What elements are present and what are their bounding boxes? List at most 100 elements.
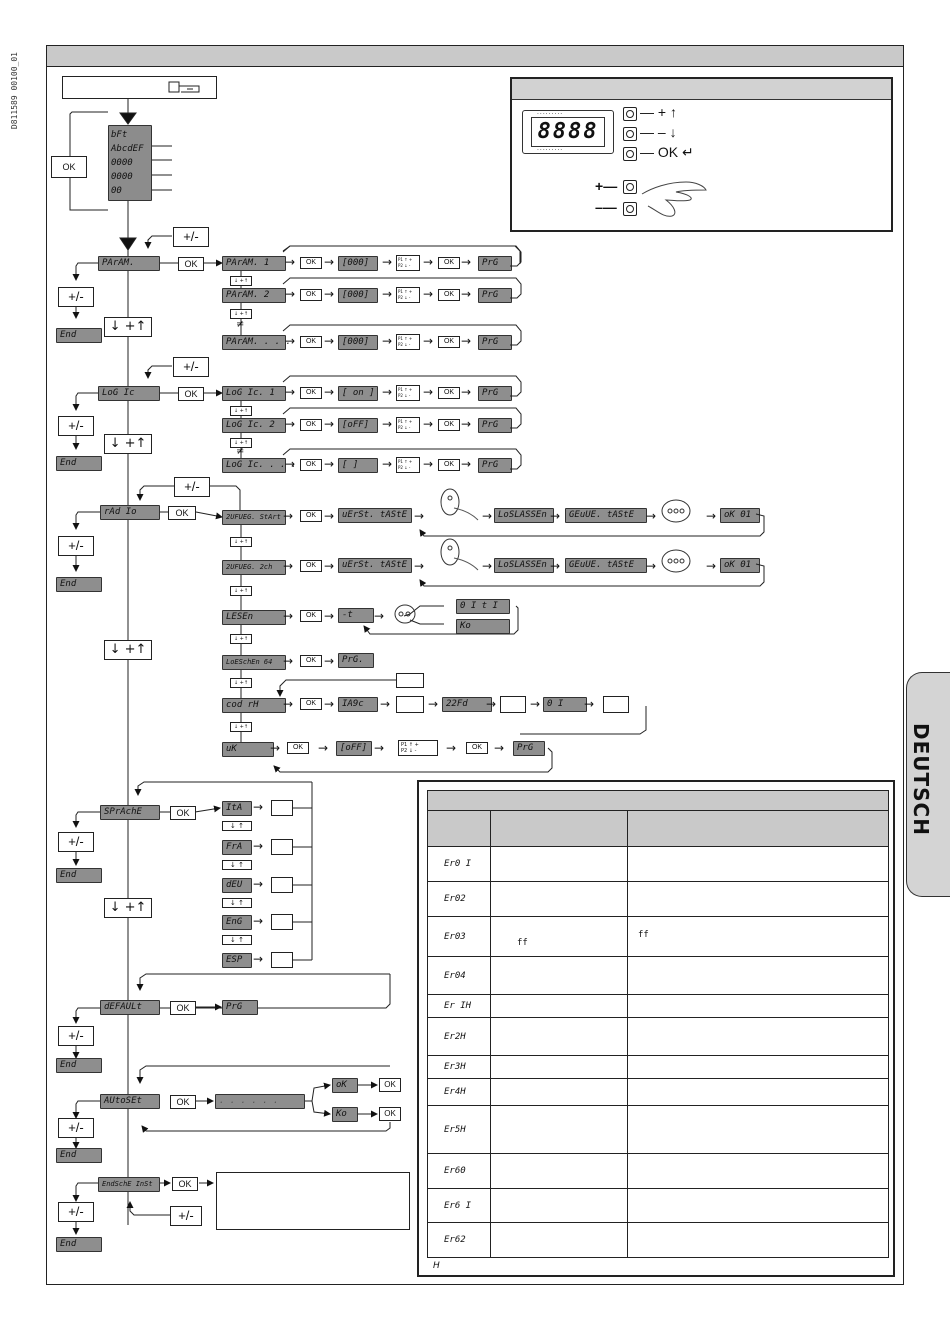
ok-button[interactable]: OK [300, 655, 322, 667]
error-col-cause-header [490, 810, 628, 847]
lesen-ok: 0 I t I [456, 599, 510, 614]
ok-button[interactable]: OK [300, 560, 322, 572]
menu-zufueg-start: 2UFUEG. StArt [222, 510, 286, 525]
plus-key[interactable] [623, 107, 637, 121]
small-updown[interactable]: ↓ +↑ [230, 537, 252, 547]
updown-button[interactable]: ↓ +↑ [104, 317, 152, 337]
code-empty-box [603, 696, 629, 713]
small-updown[interactable]: ↓ ↑ [222, 821, 252, 831]
menu-zufueg-2ch: 2UFUEG. 2ch [222, 560, 286, 575]
menu-entry-box [62, 76, 217, 99]
updown-button[interactable]: ↓ +↑ [104, 898, 152, 918]
ok-button[interactable]: OK [172, 1177, 198, 1191]
root-item: bFt [111, 130, 128, 140]
ok-button[interactable]: OK [438, 419, 460, 431]
plus-side-key[interactable] [623, 180, 637, 194]
plusminus-button[interactable]: +/- [58, 287, 94, 307]
plusminus-button[interactable]: +/- [58, 536, 94, 556]
root-item: 0000 [111, 158, 133, 168]
plusminus-button[interactable]: +/- [58, 1202, 94, 1222]
ok-button[interactable]: OK [438, 459, 460, 471]
code-empty-box [396, 673, 424, 688]
code-digit-2: 22Fd [442, 697, 492, 712]
plusminus-button[interactable]: +/- [174, 477, 210, 497]
code-empty-box [396, 696, 424, 713]
ok-button[interactable]: OK [168, 506, 196, 520]
ok-button[interactable]: OK [300, 387, 322, 399]
plusminus-button[interactable]: +/- [58, 416, 94, 436]
small-updown[interactable]: ↓ +↑ [230, 406, 252, 416]
plusminus-button[interactable]: +/- [58, 832, 94, 852]
error-cause: ff [517, 937, 528, 948]
ok-button[interactable]: OK [300, 289, 322, 301]
ok-button[interactable]: OK [300, 336, 322, 348]
end-button[interactable]: End [56, 1058, 102, 1073]
small-updown[interactable]: ↓ +↑ [230, 438, 252, 448]
end-button[interactable]: End [56, 328, 102, 343]
ok-key[interactable] [623, 147, 637, 161]
ok-button[interactable]: OK [287, 742, 309, 754]
uk-prg: PrG [513, 741, 545, 756]
ok-button[interactable]: OK [300, 257, 322, 269]
small-updown[interactable]: ↓ ↑ [222, 935, 252, 945]
language-empty-box [271, 914, 293, 930]
ok-button[interactable]: OK [438, 289, 460, 301]
logic-item: LoG Ic. 1 [222, 386, 286, 401]
ok-button[interactable]: OK [438, 387, 460, 399]
error-row: Er0 I [427, 846, 889, 882]
minus-side-key[interactable] [623, 202, 637, 216]
error-col-code-header [427, 810, 491, 847]
ok-button[interactable]: OK [466, 742, 488, 754]
ok-button[interactable]: OK [170, 1095, 196, 1109]
small-updown[interactable]: ↓ +↑ [230, 722, 252, 732]
end-button[interactable]: End [56, 868, 102, 883]
plusminus-button[interactable]: +/- [173, 357, 209, 377]
small-updown[interactable]: ↓ +↑ [230, 678, 252, 688]
ok-button[interactable]: OK [170, 1001, 196, 1015]
ok-button[interactable]: OK [379, 1107, 401, 1121]
end-button[interactable]: End [56, 456, 102, 471]
plusminus-button[interactable]: +/- [58, 1026, 94, 1046]
small-updown[interactable]: ↓ +↑ [230, 309, 252, 319]
ok-button[interactable]: OK [300, 698, 322, 710]
ok-button[interactable]: OK [178, 257, 204, 271]
ok-button[interactable]: OK [170, 806, 196, 820]
error-code: Er5H [427, 1105, 491, 1154]
small-updown[interactable]: ↓ +↑ [230, 634, 252, 644]
small-updown[interactable]: ↓ +↑ [230, 276, 252, 286]
root-item: 0000 [111, 172, 133, 182]
small-updown[interactable]: ↓ ↑ [222, 860, 252, 870]
error-cause-cell [490, 1017, 628, 1056]
language-item: ItA [222, 801, 252, 816]
endschalter-info-box [216, 1172, 410, 1230]
plusminus-button[interactable]: +/- [58, 1118, 94, 1138]
ok-button-root[interactable]: OK [51, 156, 87, 178]
language-empty-box [271, 952, 293, 968]
end-button[interactable]: End [56, 1148, 102, 1163]
plusminus-button[interactable]: +/- [173, 227, 209, 247]
ok-button[interactable]: OK [178, 387, 204, 401]
ok-button[interactable]: OK [300, 459, 322, 471]
verst-taste: uErSt. tAStE [338, 558, 412, 573]
error-row: Er04 [427, 956, 889, 995]
end-button[interactable]: End [56, 1237, 102, 1252]
error-row: Er62 [427, 1222, 889, 1258]
updown-button[interactable]: ↓ +↑ [104, 640, 152, 660]
autoset-progress: . . . . . . [215, 1094, 305, 1109]
small-updown[interactable]: ↓ ↑ [222, 898, 252, 908]
ok-button[interactable]: OK [300, 610, 322, 622]
small-updown[interactable]: ↓ +↑ [230, 586, 252, 596]
ok-button[interactable]: OK [300, 510, 322, 522]
plusminus-button[interactable]: +/- [170, 1206, 202, 1226]
ok-button[interactable]: OK [438, 257, 460, 269]
end-button[interactable]: End [56, 577, 102, 592]
updown-button[interactable]: ↓ +↑ [104, 434, 152, 454]
param-adjust-box: P1 ↑ +P2 ↓ - [396, 417, 420, 433]
error-remedy-cell [627, 1153, 889, 1189]
minus-key[interactable] [623, 127, 637, 141]
ok-button[interactable]: OK [379, 1078, 401, 1092]
ok-button[interactable]: OK [438, 336, 460, 348]
error-cause-cell [490, 956, 628, 995]
ok-button[interactable]: OK [300, 419, 322, 431]
language-empty-box [271, 839, 293, 855]
